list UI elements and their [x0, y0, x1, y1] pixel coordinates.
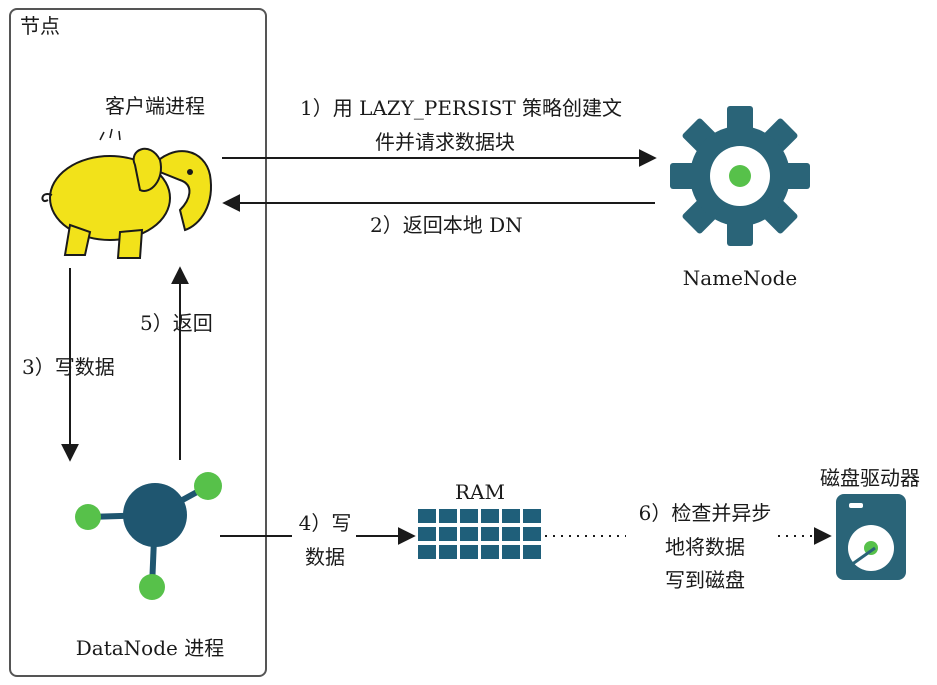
step2-label: 2）返回本地 DN [370, 213, 523, 237]
namenode-label: NameNode [682, 266, 798, 290]
ram-chip-icon [418, 509, 541, 559]
step1-label-line2: 件并请求数据块 [375, 130, 515, 154]
step1-label-line1: 1）用 LAZY_PERSIST 策略创建文 [300, 96, 623, 120]
step6-label-line3: 写到磁盘 [665, 568, 745, 592]
ram-label: RAM [455, 480, 505, 504]
step6-label-line2: 地将数据 [665, 535, 745, 559]
datanode-process-label: DataNode 进程 [75, 636, 225, 660]
step6-label-line1: 6）检查并异步 [638, 501, 772, 525]
hadoop-elephant-icon [41, 128, 212, 259]
step3-label: 3）写数据 [22, 355, 115, 379]
datanode-hub-icon [75, 472, 222, 600]
step4-label-line1: 4）写 [298, 511, 352, 535]
disk-drive-icon [836, 494, 906, 580]
namenode-gear-icon [670, 106, 810, 246]
disk-drive-label: 磁盘驱动器 [820, 466, 920, 490]
client-process-label: 客户端进程 [105, 94, 205, 118]
step5-label: 5）返回 [140, 311, 213, 335]
node-title: 节点 [20, 14, 60, 38]
node-container [9, 8, 267, 677]
step4-label-line2: 数据 [305, 545, 345, 569]
